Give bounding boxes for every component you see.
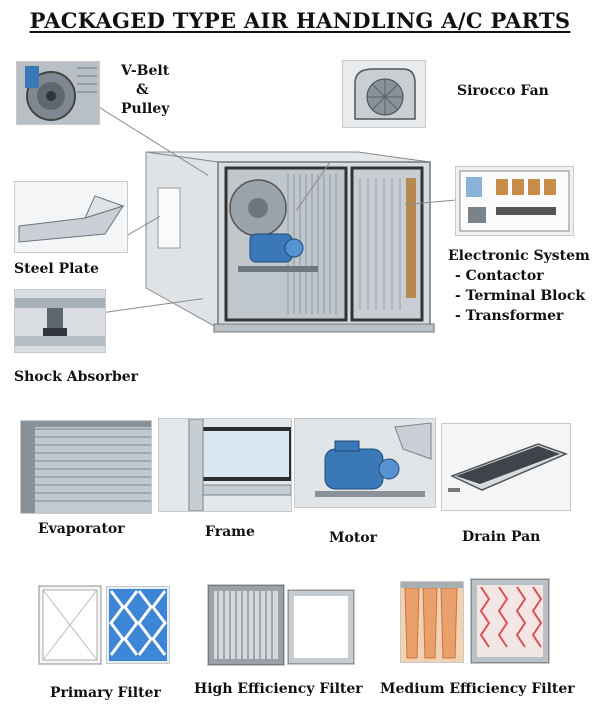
medium-efficiency-filter-pleated-image (470, 578, 550, 664)
v-belt-label: V-Belt (121, 63, 170, 79)
page-title: PACKAGED TYPE AIR HANDLING A/C PARTS (29, 8, 571, 33)
motor-image (294, 418, 436, 508)
high-efficiency-filter-label: High Efficiency Filter (194, 681, 363, 697)
steel-plate-label: Steel Plate (14, 261, 99, 277)
frame-image (158, 418, 292, 512)
shock-absorber-image (14, 289, 106, 353)
v-belt-pulley-image (16, 61, 100, 125)
high-efficiency-filter-white-image (287, 589, 355, 665)
evaporator-label: Evaporator (38, 521, 125, 537)
motor-label: Motor (329, 530, 378, 546)
pulley-label: Pulley (121, 101, 170, 117)
drain-pan-image (441, 423, 571, 511)
medium-efficiency-filter-bag-image (400, 581, 464, 663)
electronic-item-contactor: - Contactor (455, 268, 544, 284)
primary-filter-white-image (38, 585, 102, 665)
drain-pan-label: Drain Pan (462, 529, 541, 545)
air-handling-unit-image (138, 138, 438, 338)
medium-efficiency-filter-label: Medium Efficiency Filter (380, 681, 575, 697)
electronic-item-transformer: - Transformer (455, 308, 564, 324)
frame-label: Frame (205, 524, 255, 540)
evaporator-image (20, 420, 152, 514)
sirocco-fan-image (342, 60, 426, 128)
electronic-system-image (455, 166, 574, 236)
shock-absorber-label: Shock Absorber (14, 369, 139, 385)
sirocco-fan-label: Sirocco Fan (457, 83, 549, 99)
steel-plate-image (14, 181, 128, 253)
high-efficiency-filter-pleated-image (207, 584, 285, 666)
ampersand-label: & (136, 82, 149, 98)
electronic-item-terminal-block: - Terminal Block (455, 288, 586, 304)
primary-filter-label: Primary Filter (50, 685, 161, 701)
primary-filter-blue-image (106, 586, 170, 664)
electronic-system-title: Electronic System (448, 248, 590, 264)
